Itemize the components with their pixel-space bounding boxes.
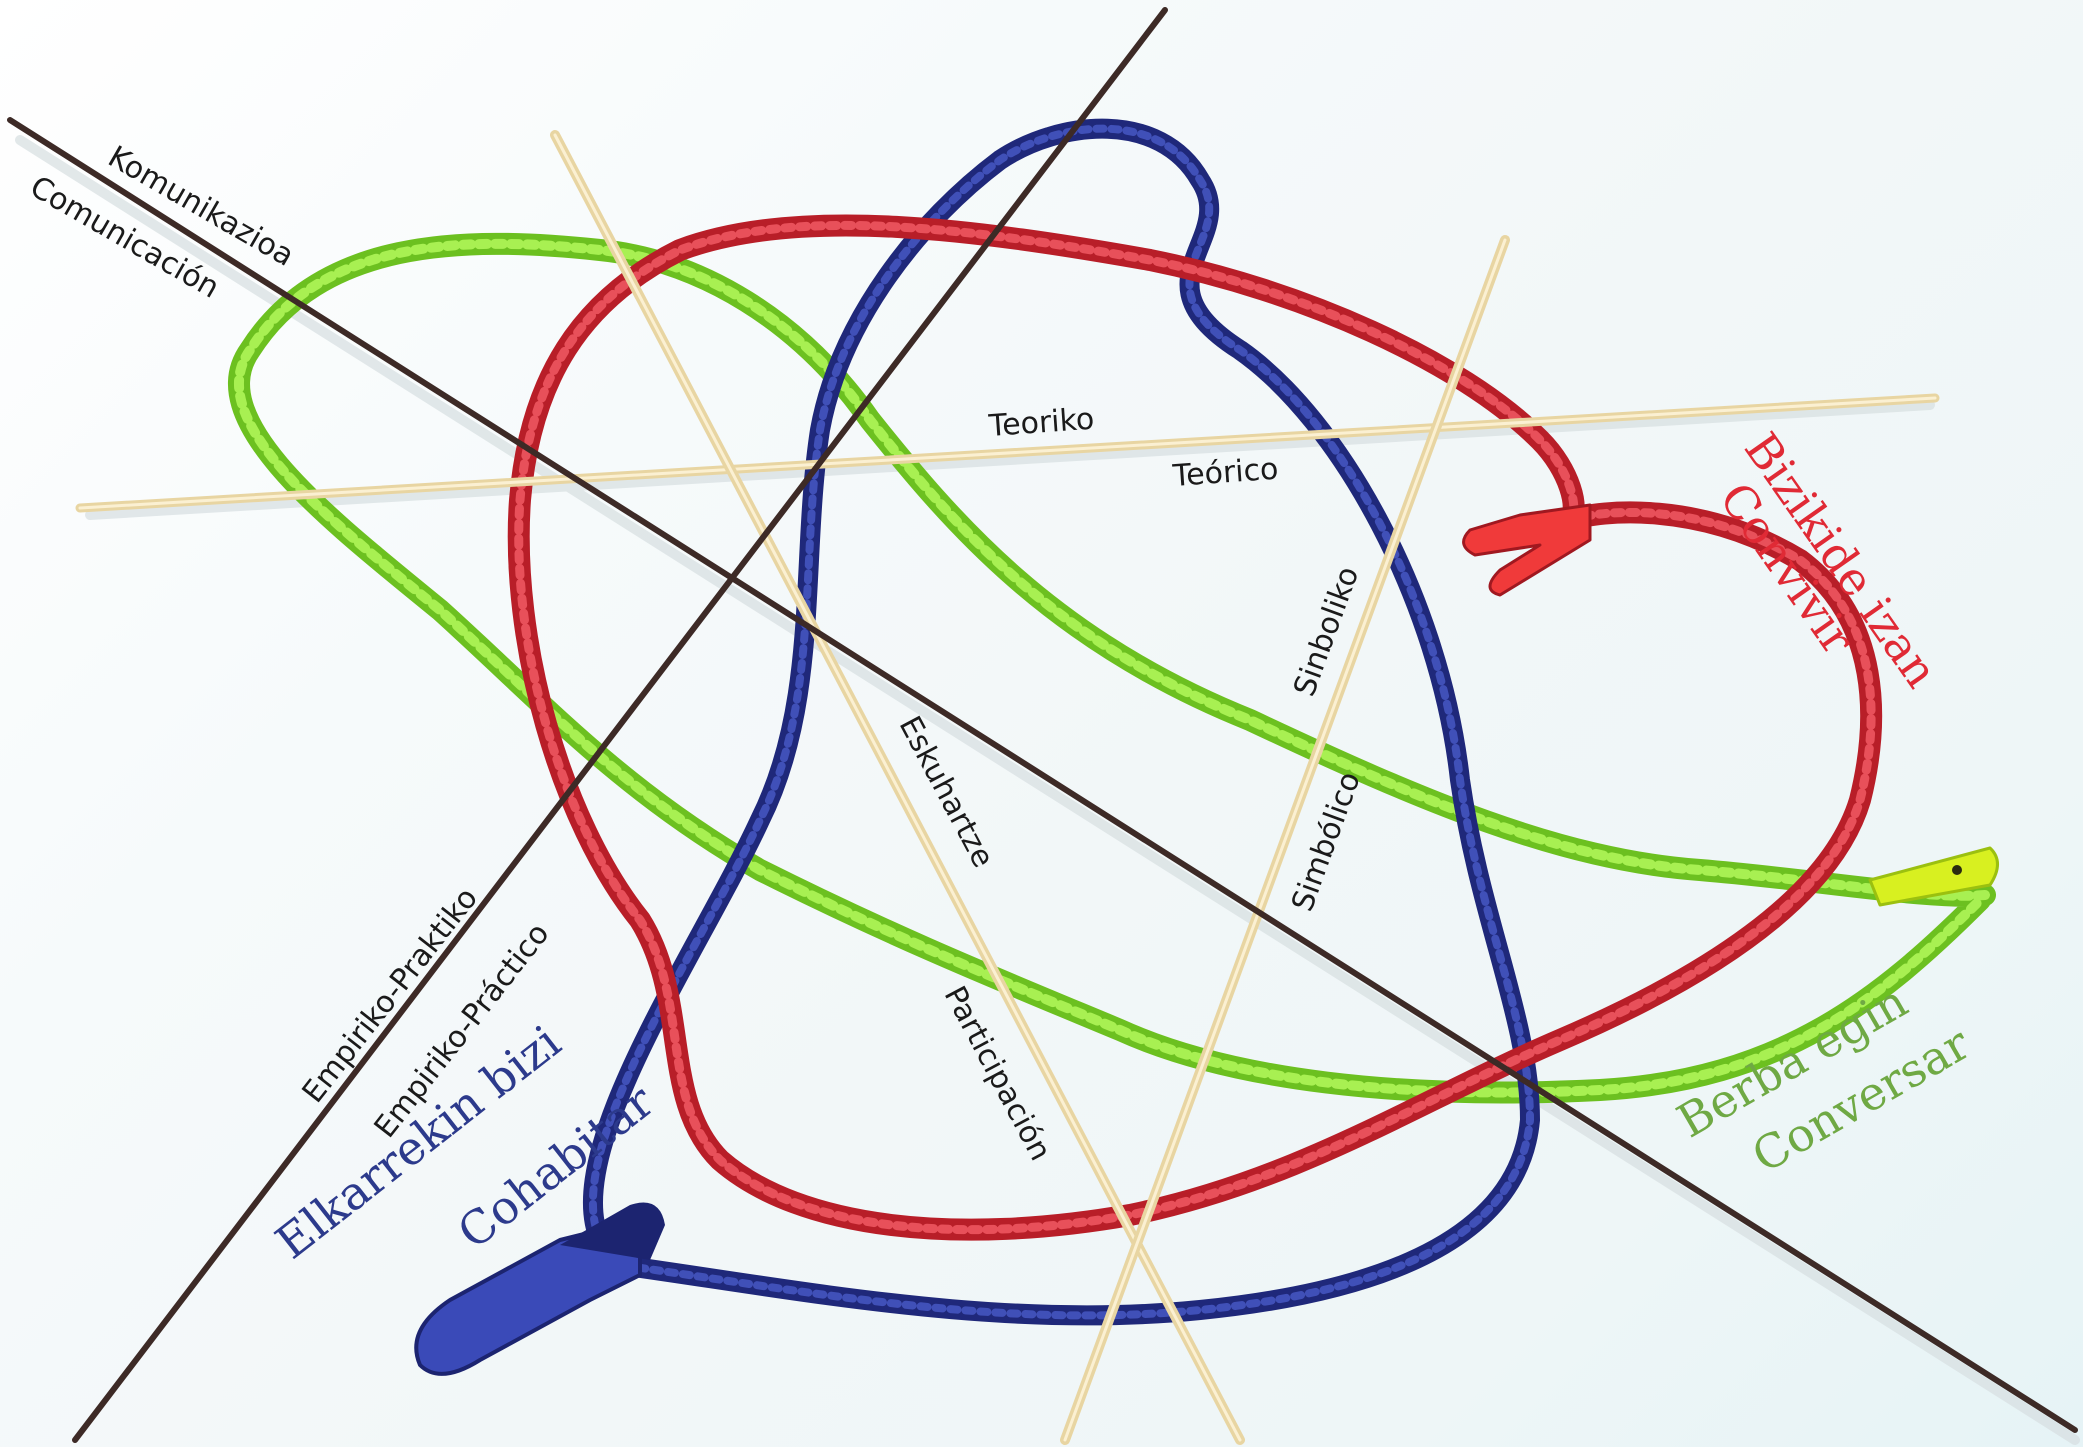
label-teorico: Teórico (1172, 455, 1279, 492)
red-zipper-pull (1464, 505, 1590, 595)
bamboo-sticks (80, 135, 1935, 1440)
label-teoriko: Teoriko (988, 405, 1095, 442)
